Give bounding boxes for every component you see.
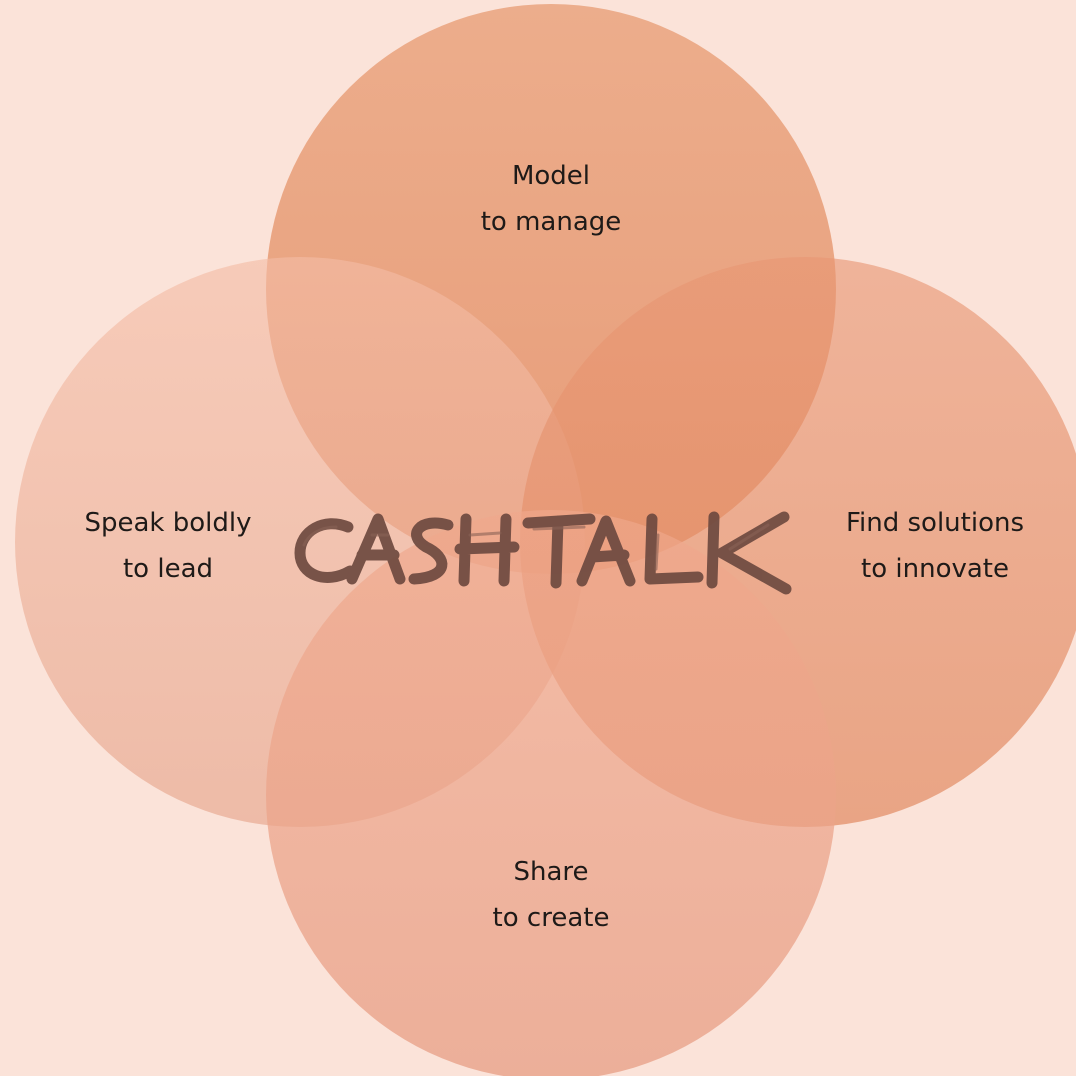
label-speak-line1: Speak boldly [84, 508, 252, 538]
label-model-line1: Model [511, 161, 591, 191]
label-speak: Speak boldly to lead [18, 500, 318, 592]
logo-letter-t [522, 513, 596, 589]
circle-share [266, 510, 836, 1076]
logo-letter-a2 [576, 515, 636, 587]
logo-letter-k [706, 511, 792, 595]
label-share: Share to create [401, 849, 701, 941]
label-model: Model to manage [401, 153, 701, 245]
label-find-solutions-line1: Find solutions [845, 508, 1025, 538]
cash-talk-logo [294, 511, 792, 595]
label-find-solutions-line2: to innovate [861, 554, 1009, 584]
label-share-line1: Share [513, 857, 589, 887]
logo-letter-c1 [294, 518, 356, 583]
label-find-solutions: Find solutions to innovate [785, 500, 1076, 592]
logo-letter-s [408, 517, 454, 585]
label-speak-line2: to lead [122, 554, 214, 584]
logo-letter-h [454, 513, 520, 587]
label-model-line2: to manage [480, 207, 622, 237]
logo-letter-l [644, 513, 704, 585]
logo-letter-a1 [346, 513, 406, 585]
label-share-line2: to create [492, 903, 610, 933]
